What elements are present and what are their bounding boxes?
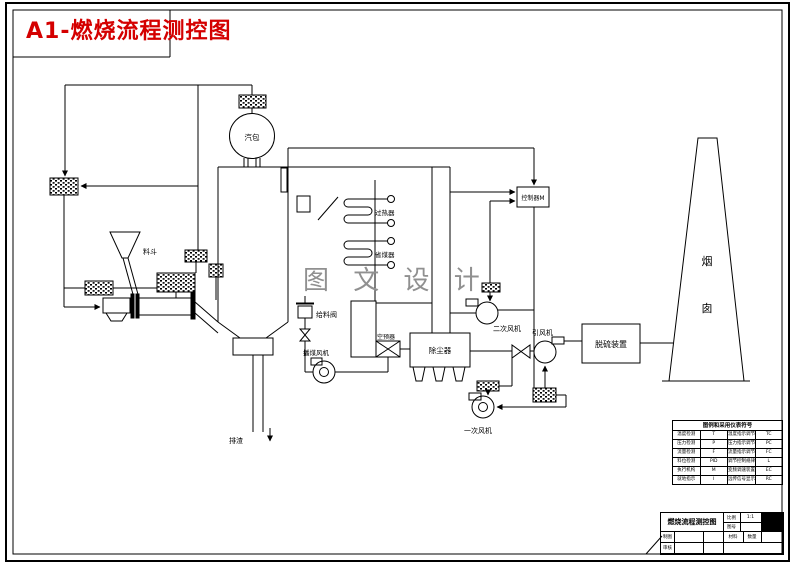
coal-hopper-label: 料斗 (143, 247, 157, 256)
pipes-and-signal-lines (62, 84, 673, 410)
id-fan-label: 引风机 (532, 328, 553, 337)
title-block-empty-cell (674, 542, 704, 554)
superheater-coil (343, 195, 395, 227)
title-block: 燃烧流程测控图 比例 1:1 图号 制图 审核 材料 数量 (660, 512, 784, 555)
coal-hopper (109, 231, 141, 299)
secondary-air-instrument (481, 282, 501, 293)
title-block-empty-cell (761, 531, 783, 543)
steam-drum-label: 汽包 (245, 132, 260, 142)
watermark-text: 图 文 设 计 (303, 266, 488, 296)
dust-collector (409, 332, 471, 382)
coal-spreading-fan-label: 播煤风机 (303, 348, 330, 357)
primary-air-fan (468, 392, 495, 419)
actuator-box (208, 263, 224, 278)
slag-label: 排渣 (229, 436, 243, 445)
legend-header: 图例和采用仪表符号 (672, 420, 783, 431)
superheater-label: 过热器 (375, 208, 395, 217)
primary-air-instrument (476, 380, 500, 392)
controller-label: 控制器M (521, 194, 544, 202)
dust-collector-label: 除尘器 (429, 345, 452, 355)
economizer-label: 省煤器 (375, 250, 395, 259)
coal-feed-controller (49, 177, 79, 196)
title-block-drawing-name: 燃烧流程测控图 (661, 513, 724, 532)
check-label: 审核 (661, 542, 675, 554)
controller-box (516, 186, 550, 208)
chimney-label-2: 囱 (702, 302, 713, 315)
drawing-frame (5, 2, 790, 562)
coal-feeder (102, 292, 219, 334)
id-fan (533, 336, 565, 364)
secondary-air-fan-label: 二次风机 (493, 324, 521, 333)
economizer-coil (343, 237, 395, 269)
coal-spreading-fan (310, 357, 336, 384)
feed-valve (296, 302, 314, 342)
qty-label: 数量 (743, 531, 762, 543)
steam-drum (229, 113, 275, 167)
title-block-empty-cell (674, 531, 704, 543)
desulfurizer-label: 脱硫装置 (595, 339, 627, 349)
drawing-no-label: 图号 (723, 522, 741, 532)
desulfurizer-box (581, 323, 641, 364)
feed-valve-label: 给料阀 (316, 310, 337, 319)
scale-label: 比例 (723, 513, 741, 523)
primary-air-fan-label: 一次风机 (464, 426, 492, 435)
air-preheater-label: 空预器 (377, 333, 395, 341)
drawing-title: A1-燃烧流程测控图 (26, 19, 232, 44)
secondary-air-fan (465, 298, 499, 325)
draw-label: 制图 (661, 531, 675, 543)
flue-damper-valve (511, 344, 531, 359)
title-block-empty-cell (703, 531, 724, 543)
boiler-furnace (217, 166, 450, 432)
air-preheater (350, 300, 401, 358)
drum-level-instrument (238, 94, 267, 109)
chimney-label-1: 烟 (702, 254, 713, 268)
title-block-empty-cell (703, 542, 724, 554)
chimney (662, 137, 750, 382)
title-block-stamp (761, 513, 783, 532)
id-fan-inverter (532, 387, 557, 403)
feeder-control-unit (156, 272, 196, 293)
title-block-empty-cell (723, 542, 783, 554)
instrument-boxes (49, 94, 557, 403)
material-label: 材料 (723, 531, 744, 543)
signal-converter (184, 249, 208, 263)
feed-rate-transmitter (84, 280, 114, 296)
